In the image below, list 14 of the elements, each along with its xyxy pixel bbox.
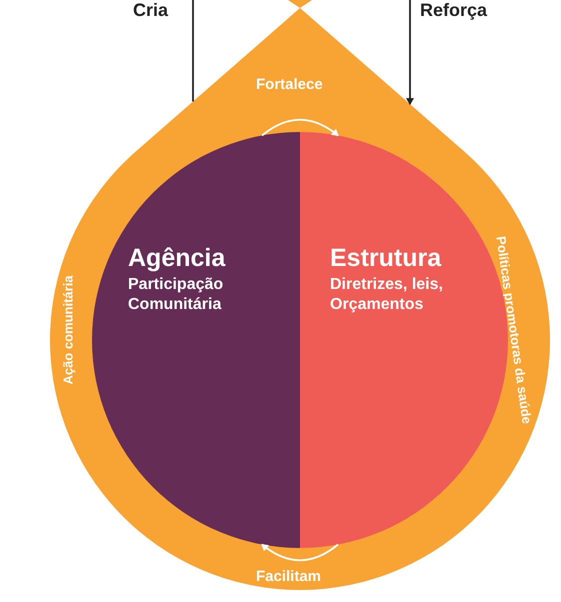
arrow: [261, 118, 339, 136]
edge-label: Cria: [133, 0, 168, 21]
subheading: Diretrizes, leis, Orçamentos: [330, 275, 444, 315]
arrow: [261, 544, 339, 562]
connector-line: [192, 0, 194, 102]
edge-label: Fortalece: [256, 76, 323, 93]
arrow: [406, 0, 414, 106]
heading: Estrutura: [330, 244, 442, 273]
subheading: Participação Comunitária: [128, 275, 224, 315]
edge-label: Reforça: [420, 0, 488, 21]
curved-label: Políticas promotoras da saúde: [493, 235, 535, 425]
curved-label: Ação comunitária: [60, 275, 76, 385]
edge-label: Facilitam: [256, 568, 322, 585]
heading: Agência: [128, 244, 226, 273]
